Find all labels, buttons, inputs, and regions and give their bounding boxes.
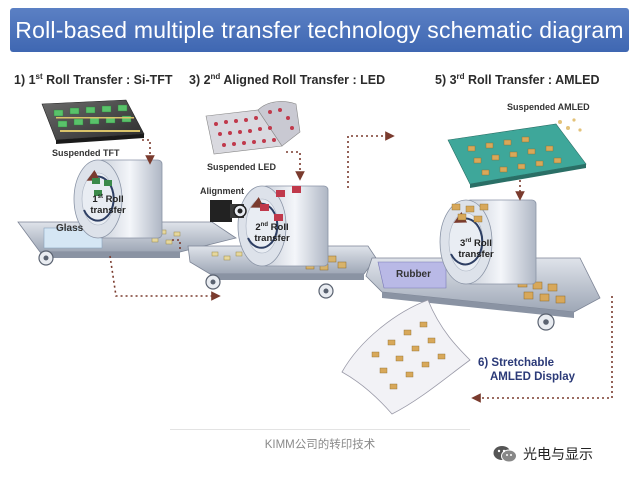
rubber-substrate [377, 261, 447, 289]
arrow-stage1-to-stage2 [109, 255, 221, 301]
flow-arrows [109, 131, 613, 403]
page-title: Roll-based multiple transfer technology … [15, 16, 624, 43]
alignment-camera [210, 200, 247, 222]
suspended-tft-label: Suspended TFT [52, 148, 120, 158]
brand-name: 光电与显示 [523, 446, 593, 462]
step-3-title: 3) 2nd Aligned Roll Transfer : LED [189, 72, 386, 88]
wechat-icon [493, 446, 517, 463]
roll-3 [439, 199, 537, 285]
arrow-stage2-to-stage3 [347, 131, 395, 188]
rubber-label: Rubber [396, 269, 431, 280]
title-banner: Roll-based multiple transfer technology … [10, 8, 629, 52]
suspended-led-board [205, 101, 301, 155]
step-6-title: 6) Stretchable AMLED Display [478, 357, 575, 383]
brand-logo: 光电与显示 [493, 444, 593, 464]
arrow-stage3-to-display [471, 296, 613, 403]
alignment-label: Alignment [200, 186, 244, 196]
roll-3-label: 3rd Roll transfer [458, 238, 494, 261]
footer-caption: KIMM公司的转印技术 [264, 439, 376, 451]
stretchable-amled-display [341, 299, 471, 415]
suspended-amled-board [447, 118, 587, 188]
conveyor-stage-3 [365, 257, 601, 331]
suspended-led-label: Suspended LED [207, 162, 277, 172]
suspended-tft-board [41, 99, 145, 144]
roll-1 [73, 159, 163, 239]
footer-divider [170, 429, 470, 430]
glass-label: Glass [56, 223, 84, 234]
step-5-title: 5) 3rd Roll Transfer : AMLED [435, 72, 600, 88]
suspended-amled-label: Suspended AMLED [507, 102, 590, 112]
conveyor-stage-1 [17, 221, 237, 266]
arrow-tft-to-roll1 [142, 139, 155, 165]
roll-1-label: 1st Roll transfer [90, 194, 126, 217]
roll-2 [237, 185, 329, 267]
roll-2-label: 2nd Roll transfer [254, 222, 290, 245]
step-1-title: 1) 1st Roll Transfer : Si-TFT [14, 72, 173, 88]
arrow-led-to-roll2 [286, 151, 305, 181]
